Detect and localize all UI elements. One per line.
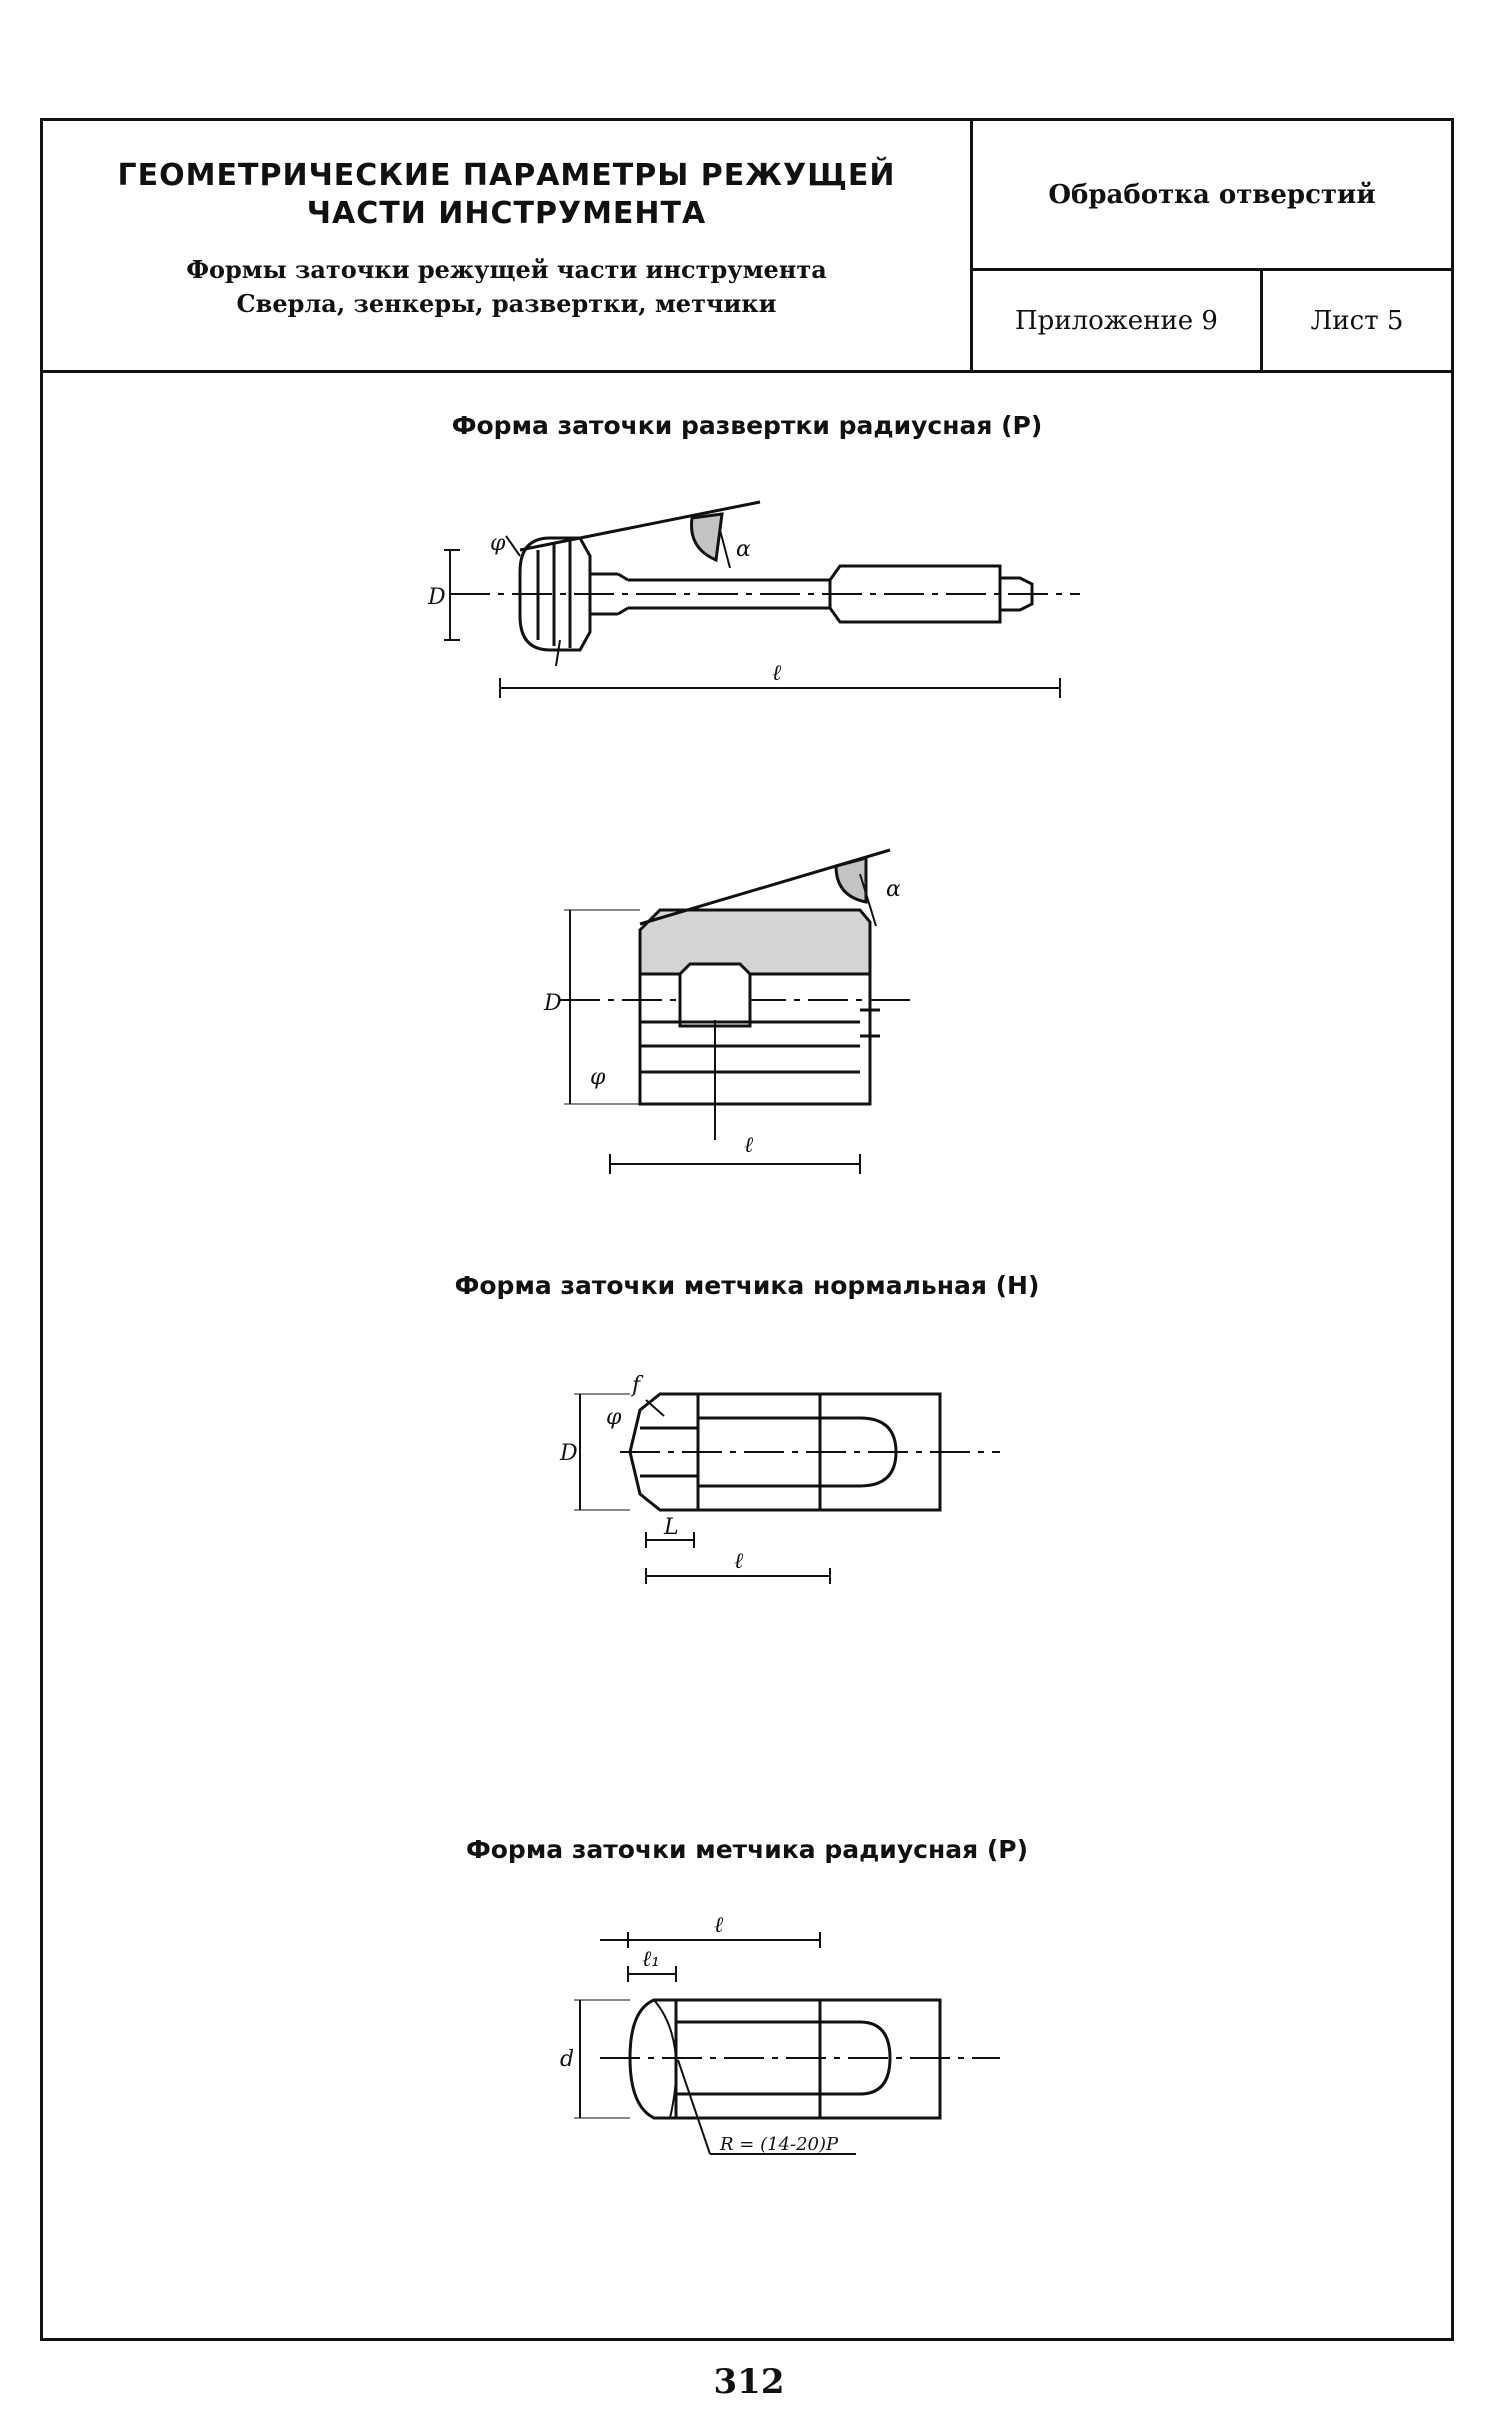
caption-tap-normal: Форма заточки метчика нормальная (Н) (454, 1271, 1040, 1300)
shell-reamer-drawing: D φ α ℓ (543, 848, 910, 1174)
reamer-alpha-label: α (736, 537, 751, 562)
title-block-refs: Приложение 9 Лист 5 (973, 271, 1451, 370)
shell-reamer-l-label: ℓ (744, 1133, 754, 1158)
title-block: ГЕОМЕТРИЧЕСКИЕ ПАРАМЕТРЫ РЕЖУЩЕЙ ЧАСТИ И… (43, 121, 1451, 373)
tap-normal-phi-label: φ (606, 1405, 622, 1430)
doc-tools: Сверла, зенкеры, развертки, метчики (236, 289, 777, 318)
tap-radius-drawing: ℓ ℓ₁ d R = (14-20)P (560, 1913, 1000, 2155)
tap-radius-d-label: d (560, 2047, 574, 2072)
caption-tap-radius: Форма заточки метчика радиусная (Р) (465, 1835, 1029, 1864)
tap-radius-l-label: ℓ (714, 1913, 724, 1938)
reamer-d-label: D (427, 585, 446, 610)
tap-normal-L-label: L (663, 1515, 679, 1540)
tap-normal-l-label: ℓ (734, 1549, 744, 1574)
shell-reamer-alpha-label: α (886, 877, 901, 902)
title-block-side: Обработка отверстий Приложение 9 Лист 5 (973, 121, 1451, 370)
page-number: 312 (713, 2362, 785, 2402)
shell-reamer-d-label: D (543, 991, 562, 1016)
tap-normal-drawing: f φ D L ℓ (559, 1373, 1000, 1584)
reamer-l-label: ℓ (772, 661, 782, 686)
tap-radius-r-label: R = (14-20)P (719, 2134, 839, 2155)
appendix-number: Приложение 9 (973, 271, 1263, 370)
doc-subtitle: Формы заточки режущей части инструмента (186, 255, 827, 284)
doc-title-line2: ЧАСТИ ИНСТРУМЕНТА (306, 196, 707, 231)
tap-normal-d-label: D (559, 1441, 578, 1466)
drawing-frame: ГЕОМЕТРИЧЕСКИЕ ПАРАМЕТРЫ РЕЖУЩЕЙ ЧАСТИ И… (40, 118, 1454, 2341)
reamer-phi-label: φ (490, 531, 506, 556)
section-name: Обработка отверстий (973, 121, 1451, 271)
sheet-number: Лист 5 (1310, 305, 1404, 336)
caption-reamer: Форма заточки развертки радиусная (Р) (451, 411, 1043, 440)
title-block-main: ГЕОМЕТРИЧЕСКИЕ ПАРАМЕТРЫ РЕЖУЩЕЙ ЧАСТИ И… (43, 121, 973, 370)
tap-normal-f-label: f (630, 1373, 644, 1398)
shell-reamer-phi-label: φ (590, 1065, 606, 1090)
doc-title-line1: ГЕОМЕТРИЧЕСКИЕ ПАРАМЕТРЫ РЕЖУЩЕЙ (117, 158, 896, 193)
reamer-drawing: φ α D ℓ (427, 500, 1080, 698)
tap-radius-l1-label: ℓ₁ (642, 1947, 660, 1972)
